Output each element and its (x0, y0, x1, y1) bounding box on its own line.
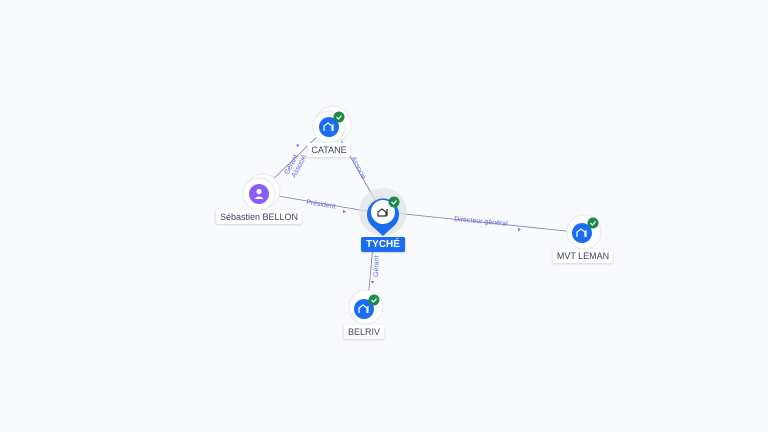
node-label-belriv[interactable]: BELRIV (343, 325, 385, 339)
verified-check-icon (587, 217, 599, 229)
arrow-icon (371, 281, 374, 284)
edge-label-president: Président (306, 199, 336, 211)
node-catane[interactable] (312, 105, 352, 144)
verified-check-icon (368, 294, 380, 306)
arrow-icon (343, 210, 346, 213)
edge-sebastien-catane (265, 129, 325, 187)
node-mvt-leman[interactable] (566, 214, 602, 250)
arrow-icon (518, 228, 521, 231)
node-label-sebastien[interactable]: Sébastien BELLON (215, 210, 303, 224)
verified-check-icon (333, 111, 345, 123)
node-label-tyche[interactable]: TYCHÉ (361, 237, 405, 252)
node-tyche[interactable] (359, 188, 407, 236)
company-icon (319, 117, 339, 137)
edge-tyche-mvt (394, 212, 576, 233)
company-icon (572, 223, 592, 243)
node-belriv[interactable] (348, 289, 384, 325)
edge-label-associe-tyche: Associé (349, 156, 367, 181)
company-icon (354, 299, 374, 319)
edge-label-gerant-belriv: Gérant (373, 255, 381, 277)
arrow-icon (296, 144, 299, 147)
verified-check-icon (388, 196, 400, 208)
company-icon (377, 208, 388, 217)
node-label-mvt-leman[interactable]: MVT LEMAN (552, 249, 614, 263)
edge-label-directeur: Directeur général (454, 216, 509, 228)
node-sebastien[interactable] (242, 173, 281, 211)
node-label-catane[interactable]: CATANE (307, 143, 351, 157)
